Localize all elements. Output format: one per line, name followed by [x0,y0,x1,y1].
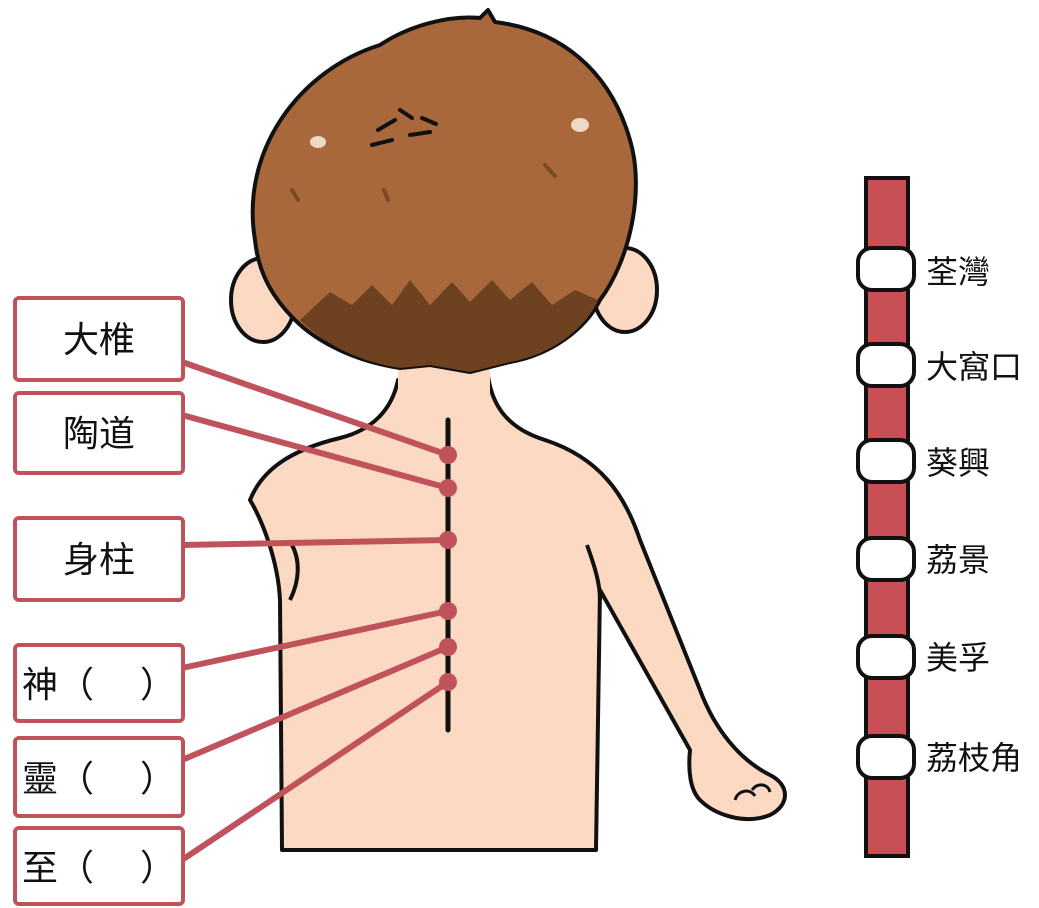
acupoint-label: 靈（ ） [13,736,185,818]
torso [248,374,787,852]
station-marker [856,536,916,582]
acupoint-suffix: ） [140,848,176,889]
crown-swirl [370,108,438,147]
acupoint-label: 神（ ） [13,643,185,723]
station-marker [856,246,916,292]
leader-line [179,679,451,863]
left-arm-crease [288,544,300,601]
finger-line [733,789,757,801]
station-name: 葵興 [926,444,990,482]
acupoint-name: 神（ [22,665,94,706]
acupoint-dot [439,638,457,656]
station: 荔枝角 [856,734,1022,780]
acupoint-dot [439,531,457,549]
label-box [13,391,185,475]
station-name: 美孚 [926,639,990,677]
acupoint-labels: 大椎 陶道 身柱 神（ ） 靈（ ） 至（ ） [13,296,185,906]
station-name: 大窩口 [926,348,1022,386]
label-box [13,643,185,723]
station: 大窩口 [856,342,1022,388]
station: 美孚 [856,634,990,680]
hair-strokes [290,163,557,202]
acupoint-suffix: ） [140,665,176,706]
acupoint-leaders [179,359,457,863]
station-marker [856,634,916,680]
acupoint-name: 身柱 [63,540,135,581]
label-box [13,516,185,602]
boy-illustration [229,8,787,852]
acupoint-dot [439,479,457,497]
acupoint-label: 身柱 [13,516,185,602]
hair-highlight [571,118,589,132]
acupoint-name: 大椎 [63,320,135,361]
acupoint-dot [439,673,457,691]
acupoint-name: 靈（ [22,759,94,800]
station: 葵興 [856,438,990,484]
hair-highlight [310,136,326,148]
station-marker [856,438,916,484]
metro-line: 荃灣 大窩口 葵興 荔景 美孚 荔枝角 [856,176,1022,858]
acupoint-suffix: ） [140,759,176,800]
acupoint-label: 大椎 [13,296,185,382]
station-name: 荔景 [926,541,990,579]
acupoint-label: 陶道 [13,391,185,475]
leader-line [179,412,451,491]
station-marker [856,734,916,780]
right-arm-crease [585,544,602,601]
acupoint-name: 陶道 [63,414,135,455]
acupoint-dot [439,602,457,620]
station: 荃灣 [856,246,990,292]
station-name: 荔枝角 [926,739,1022,777]
station-marker [856,342,916,388]
label-box [13,826,185,906]
acupoint-name: 至（ [22,848,94,889]
leader-line [179,359,451,458]
leader-line [179,644,451,763]
leader-line [179,608,451,671]
station: 荔景 [856,536,990,582]
acupoint-label: 至（ ） [13,826,185,906]
finger-line [750,783,772,793]
label-box [13,736,185,818]
hair-shadow [300,280,598,372]
leader-line [179,537,451,548]
label-box [13,296,185,382]
station-name: 荃灣 [926,253,990,291]
hair [250,8,638,374]
acupoint-dot [439,446,457,464]
